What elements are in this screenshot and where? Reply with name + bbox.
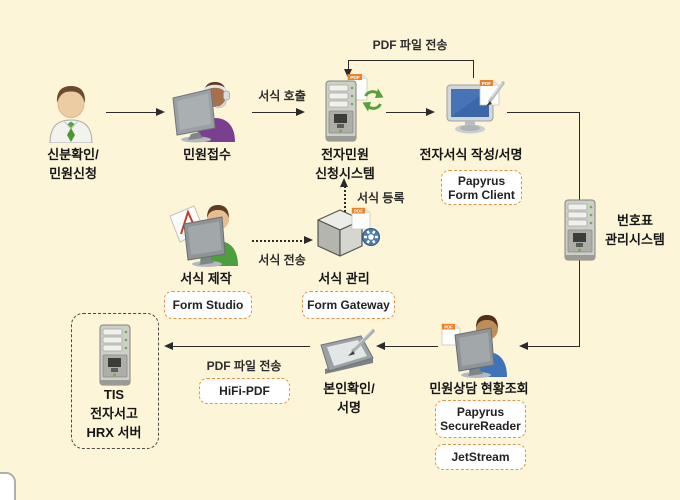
arrowhead xyxy=(519,342,528,350)
product-hifi-pdf: HiFi-PDF xyxy=(199,378,290,404)
arrow-citizen-reception xyxy=(106,112,158,113)
bracket-right xyxy=(473,60,474,78)
stylus-icon xyxy=(348,329,375,356)
reception-agent-monitor-icon xyxy=(172,82,235,143)
label-form-design: 서식 제작 xyxy=(180,271,232,286)
edge-label-form-call: 서식 호출 xyxy=(258,89,306,103)
product-form-studio: Form Studio xyxy=(164,291,252,319)
recycle-icon xyxy=(362,88,384,112)
edge-label-pdf-transfer-bottom: PDF 파일 전송 xyxy=(206,359,282,373)
line-down-consult xyxy=(528,346,580,347)
arrowhead xyxy=(156,108,165,116)
pdf-badge: PDF xyxy=(482,81,491,86)
arrowhead xyxy=(376,342,385,350)
label-form-manage: 서식 관리 xyxy=(318,271,370,286)
consult-person-monitor-icon: PDF xyxy=(441,315,507,378)
pen-icon xyxy=(486,81,505,106)
pdf-badge: PDF xyxy=(354,208,363,213)
product-jetstream: JetStream xyxy=(435,444,526,470)
product-form-gateway: Form Gateway xyxy=(302,291,395,319)
arrowhead xyxy=(426,108,435,116)
arrow-manage-emins xyxy=(344,186,346,212)
line-eform-right xyxy=(507,112,580,113)
page-corner xyxy=(0,472,16,500)
arrowhead xyxy=(164,342,173,350)
label-consult: 민원상담 현황조회 xyxy=(429,381,529,396)
edge-label-pdf-transfer-top: PDF 파일 전송 xyxy=(372,38,448,52)
form-manage-cube-icon: PDF xyxy=(317,207,380,257)
label-citizen: 신분확인/ 민원신청 xyxy=(47,147,99,181)
product-papyrus-securereader: Papyrus SecureReader xyxy=(435,400,526,438)
label-ticket: 번호표 관리시스템 xyxy=(605,213,665,247)
ticket-server-icon xyxy=(564,199,596,261)
arrow-consult-identity xyxy=(385,346,438,347)
edge-label-form-register: 서식 등록 xyxy=(357,191,405,205)
form-designer-icon xyxy=(169,205,238,267)
eform-monitor-icon: PDF xyxy=(446,80,505,134)
arrowhead xyxy=(340,178,348,187)
arrow-emins-eform xyxy=(386,112,428,113)
bracket-top xyxy=(348,60,474,61)
label-tis: TIS 전자서고 HRX 서버 xyxy=(86,387,142,440)
citizen-person-icon xyxy=(49,86,93,143)
arrowhead xyxy=(344,69,352,78)
label-emins: 전자민원 신청시스템 xyxy=(315,147,375,181)
label-reception: 민원접수 xyxy=(183,147,231,162)
label-identity: 본인확인/ 서명 xyxy=(323,381,375,415)
arrow-identity-tis xyxy=(173,346,310,347)
label-eform: 전자서식 작성/서명 xyxy=(419,147,523,162)
emins-server-icon: PDF xyxy=(325,74,384,142)
bracket-left xyxy=(348,60,349,70)
arrowhead xyxy=(296,108,305,116)
signature-tablet-icon xyxy=(320,329,375,374)
edge-label-form-send: 서식 전송 xyxy=(258,253,306,267)
tis-archive-box xyxy=(71,313,159,449)
pdf-badge: PDF xyxy=(444,324,453,329)
arrow-reception-emins xyxy=(252,112,298,113)
pdf-badge: PDF xyxy=(350,75,360,81)
arrow-design-manage xyxy=(252,240,306,242)
arrowhead xyxy=(304,236,313,244)
gear-icon xyxy=(362,228,380,246)
tis-server-icon xyxy=(99,324,131,386)
product-papyrus-form-client: Papyrus Form Client xyxy=(441,170,522,205)
